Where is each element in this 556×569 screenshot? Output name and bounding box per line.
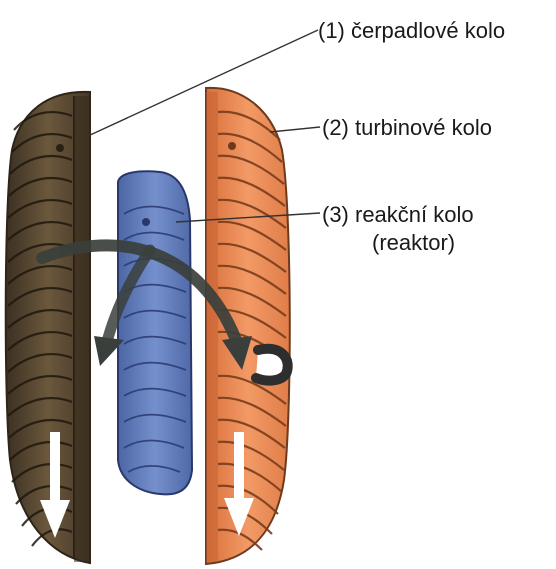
leader-line-pump [88,30,318,136]
pump-wheel [6,92,90,563]
reactor-hub-dot [142,218,150,226]
turbine-wheel [206,88,290,564]
turbine-hub-dot [228,142,236,150]
reactor-wheel [118,171,192,494]
turbine-return-arrow [256,349,288,381]
pump-hub-dot [56,144,64,152]
label-pump-wheel: (1) čerpadlové kolo [318,18,505,44]
label-reactor-subtitle: (reaktor) [372,230,455,256]
label-turbine-wheel: (2) turbinové kolo [322,115,492,141]
leader-line-turbine [270,127,320,132]
label-reactor-wheel: (3) reakční kolo [322,202,474,228]
